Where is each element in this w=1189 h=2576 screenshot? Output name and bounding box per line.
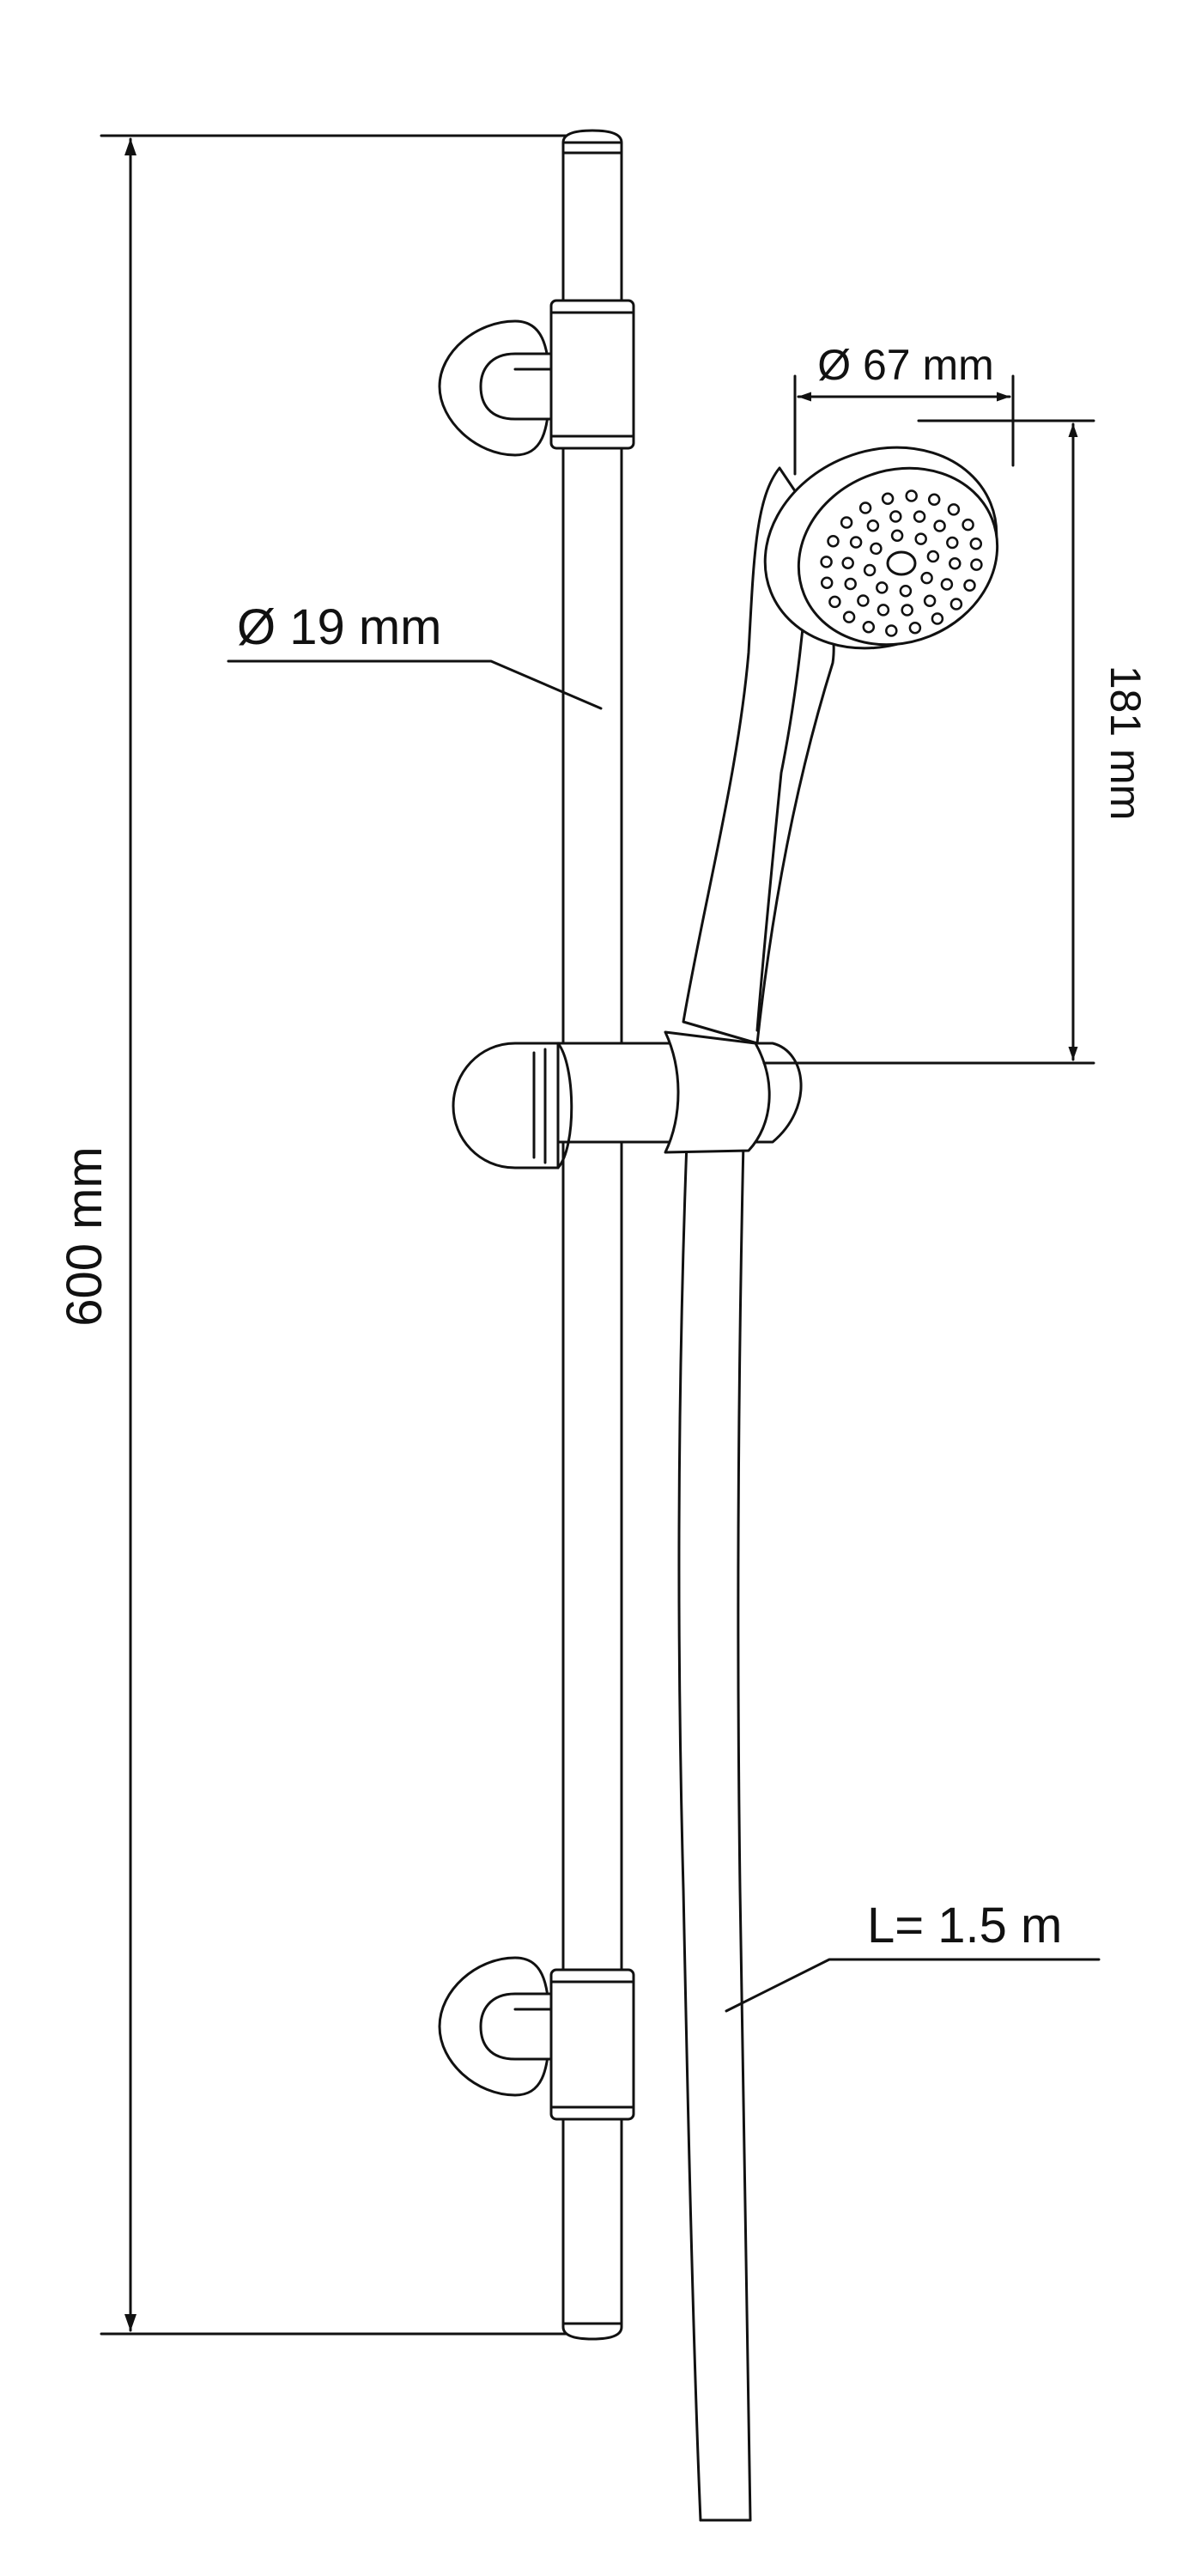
nozzle	[933, 519, 946, 532]
rail-bottom-cap	[561, 2322, 623, 2341]
holder-knob-ring	[556, 1042, 573, 1170]
nozzle	[877, 604, 890, 617]
nozzle	[931, 612, 944, 625]
nozzle	[863, 563, 877, 577]
head-face	[797, 466, 999, 647]
nozzle	[842, 611, 856, 623]
nozzle	[820, 576, 834, 589]
nozzle	[962, 518, 974, 532]
top-bracket-clamp	[549, 299, 635, 450]
nozzle	[940, 578, 954, 591]
nozzle	[858, 501, 872, 514]
nozzle	[890, 529, 904, 543]
top-wall-bracket	[438, 299, 635, 457]
rail-dia-leader-line	[227, 659, 603, 710]
shower-head	[763, 446, 999, 650]
nozzle	[876, 581, 889, 594]
nozzle	[828, 595, 841, 609]
head-nozzles	[820, 489, 983, 637]
head-diameter-label: Ø 67 mm	[817, 341, 994, 389]
nozzle	[899, 584, 913, 598]
handset-length-dimension	[762, 419, 1095, 1065]
sliding-holder	[452, 1030, 803, 1170]
nozzle	[946, 536, 959, 550]
nozzle	[947, 503, 961, 516]
holder-cup	[664, 1030, 771, 1154]
hose-right-edge	[737, 1140, 752, 2522]
nozzle	[926, 550, 940, 563]
nozzle	[969, 538, 983, 550]
nozzle	[949, 557, 962, 570]
hose-length-leader	[725, 1958, 1101, 2013]
nozzle	[889, 510, 902, 523]
nozzle	[913, 510, 926, 523]
nozzle	[908, 621, 922, 635]
nozzle	[885, 624, 898, 637]
nozzle	[927, 493, 941, 507]
nozzle	[920, 571, 933, 585]
overall-height-label: 600 mm	[57, 1146, 112, 1327]
slide-rail	[561, 129, 623, 2341]
hose-left-edge	[677, 1140, 702, 2522]
bottom-wall-bracket	[438, 1956, 635, 2121]
bottom-bracket-stem	[479, 1992, 561, 2061]
nozzle	[949, 598, 963, 611]
nozzle	[840, 516, 853, 529]
nozzle	[970, 558, 983, 571]
hose-length-label: L= 1.5 m	[867, 1898, 1062, 1953]
head-center-nozzle	[886, 550, 917, 576]
nozzle	[923, 594, 937, 608]
top-bracket-stem	[479, 352, 561, 421]
nozzle	[881, 492, 895, 506]
holder-knob	[452, 1042, 560, 1170]
nozzle	[827, 534, 840, 548]
nozzle	[866, 519, 880, 532]
height-dimension	[100, 134, 568, 2336]
handset-length-label: 181 mm	[1101, 665, 1150, 821]
nozzle	[870, 542, 883, 556]
rail-diameter-label: Ø 19 mm	[237, 599, 442, 655]
rail-diameter-leader	[227, 659, 603, 710]
nozzle	[862, 620, 876, 634]
nozzle	[901, 604, 913, 617]
nozzle	[849, 536, 863, 549]
nozzle	[857, 594, 870, 607]
nozzle	[841, 556, 854, 569]
nozzle	[905, 489, 918, 502]
nozzle	[914, 532, 927, 545]
nozzle	[963, 579, 976, 592]
bottom-bracket-clamp	[549, 1968, 635, 2121]
nozzle	[820, 556, 833, 568]
nozzle	[844, 577, 857, 591]
hose-len-leader-line	[725, 1958, 1101, 2013]
shower-hose	[677, 1140, 752, 2522]
